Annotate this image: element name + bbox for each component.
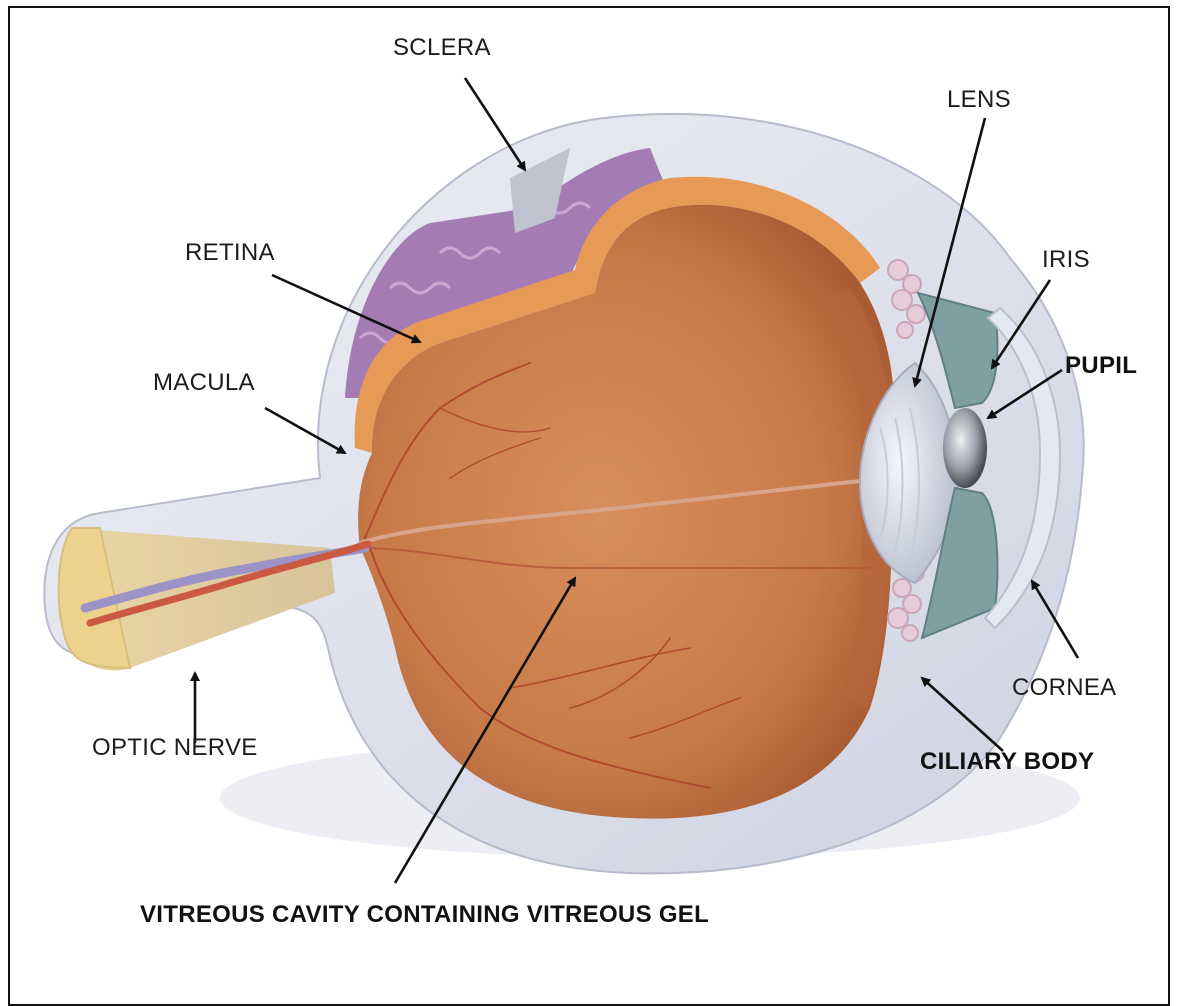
diagram-frame: SCLERA LENS RETINA IRIS PUPIL MACULA COR… [8,6,1170,1006]
label-vitreous-cavity: VITREOUS CAVITY CONTAINING VITREOUS GEL [140,901,709,929]
label-macula: MACULA [153,369,255,397]
pupil [943,408,987,488]
label-retina: RETINA [185,239,275,267]
label-optic-nerve: OPTIC NERVE [92,734,258,762]
label-sclera: SCLERA [393,34,491,62]
label-ciliary-body: CILIARY BODY [920,748,1094,776]
label-pupil: PUPIL [1065,352,1137,380]
label-cornea: CORNEA [1012,674,1116,702]
eye-anatomy-illustration [10,8,1172,988]
label-iris: IRIS [1042,246,1090,274]
label-lens: LENS [947,86,1011,114]
